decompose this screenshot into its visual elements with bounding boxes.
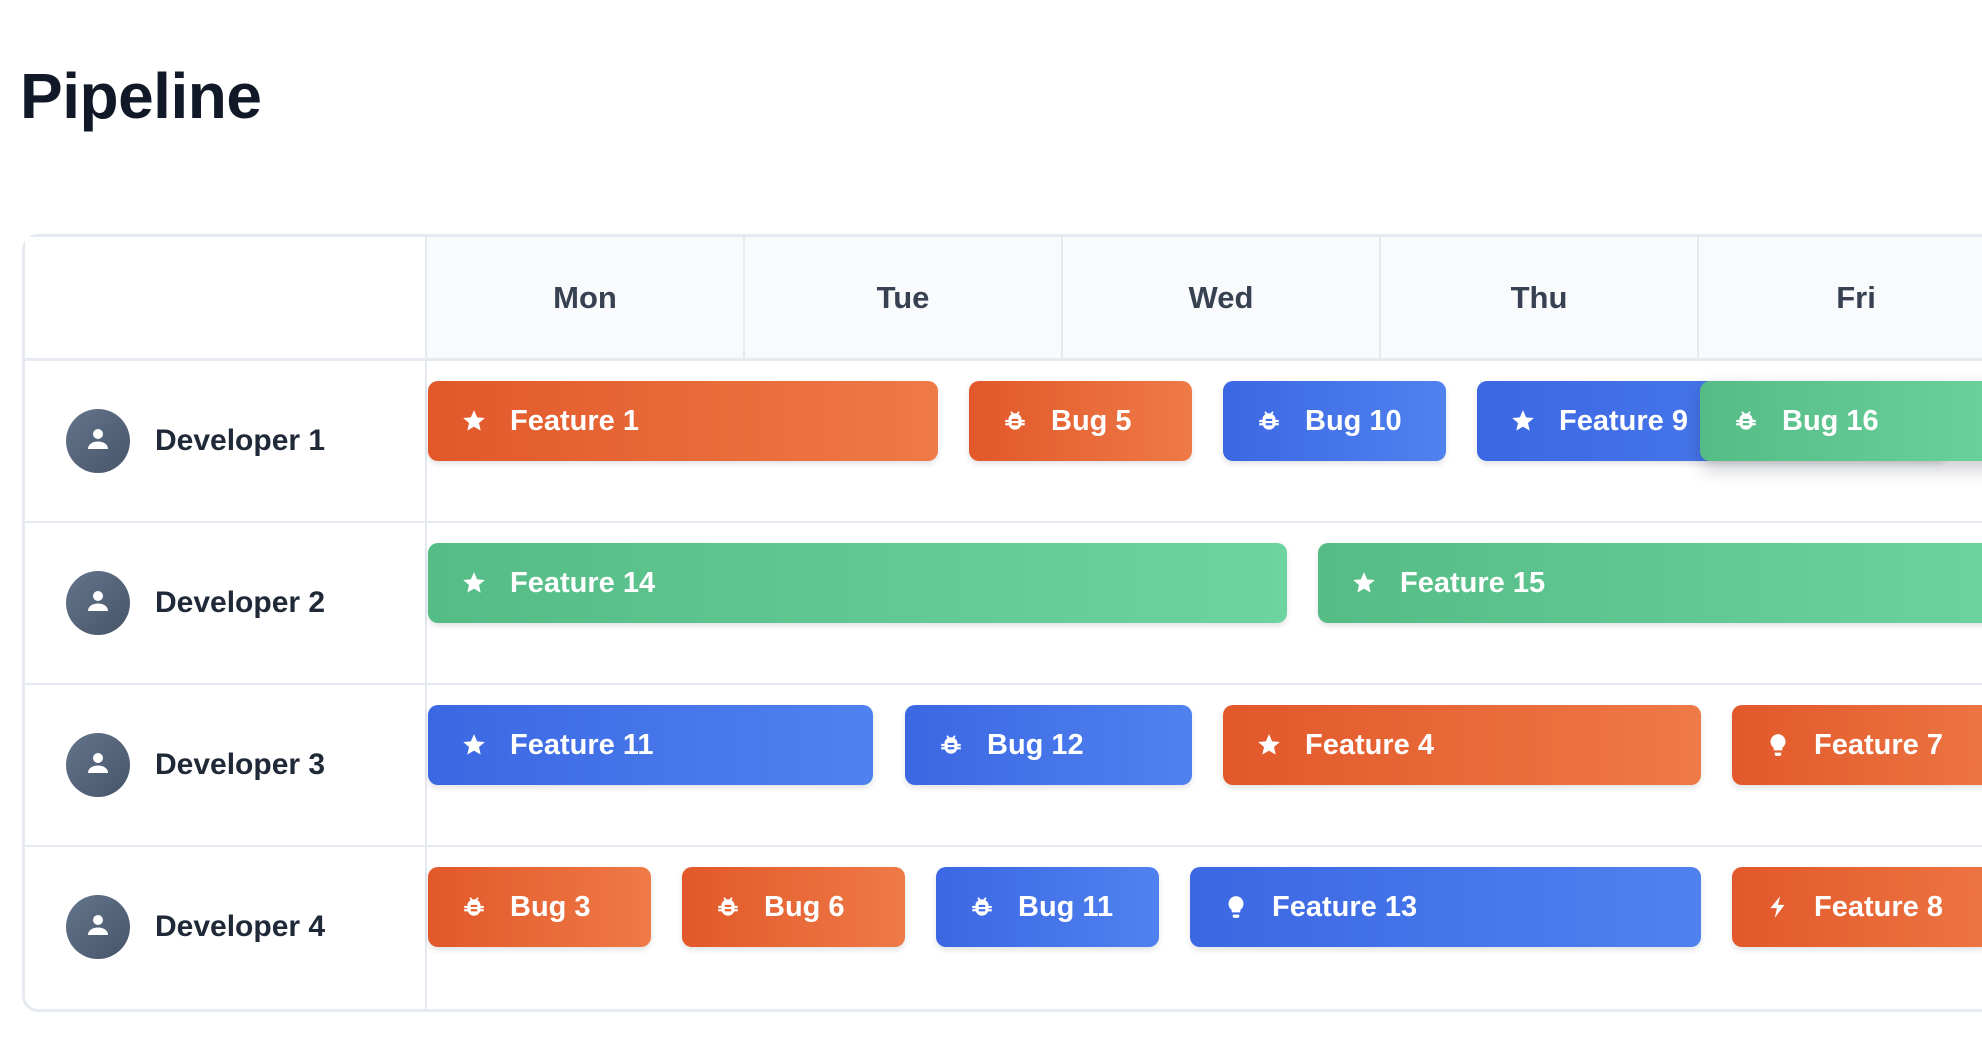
task-card[interactable]: Feature 15 bbox=[1318, 543, 1982, 623]
page-title: Pipeline bbox=[20, 60, 262, 132]
day-header-wed: Wed bbox=[1063, 237, 1381, 358]
task-label: Feature 4 bbox=[1305, 728, 1434, 761]
bug-icon bbox=[1732, 407, 1760, 435]
bolt-icon bbox=[1764, 893, 1792, 921]
lightbulb-icon bbox=[1222, 893, 1250, 921]
task-label: Feature 7 bbox=[1814, 728, 1943, 761]
task-label: Bug 16 bbox=[1782, 404, 1879, 437]
task-label: Bug 10 bbox=[1305, 404, 1402, 437]
star-icon bbox=[460, 407, 488, 435]
developer-name: Developer 1 bbox=[155, 424, 326, 457]
user-icon bbox=[83, 586, 113, 621]
bug-icon bbox=[968, 893, 996, 921]
task-card[interactable]: Feature 14 bbox=[428, 543, 1287, 623]
star-icon bbox=[1255, 731, 1283, 759]
task-label: Feature 1 bbox=[510, 404, 639, 437]
bug-icon bbox=[1255, 407, 1283, 435]
task-label: Feature 9 bbox=[1559, 404, 1688, 437]
task-card[interactable]: Feature 1 bbox=[428, 381, 938, 461]
task-label: Bug 12 bbox=[987, 728, 1084, 761]
task-label: Bug 3 bbox=[510, 890, 591, 923]
avatar bbox=[66, 409, 130, 473]
developer-name: Developer 2 bbox=[155, 586, 326, 619]
task-card[interactable]: Feature 13 bbox=[1190, 867, 1701, 947]
day-header-tue: Tue bbox=[745, 237, 1063, 358]
day-header-mon: Mon bbox=[427, 237, 745, 358]
schedule-board: Mon Tue Wed Thu Fri Developer 1 Feature … bbox=[22, 234, 1982, 1012]
task-label: Bug 5 bbox=[1051, 404, 1132, 437]
header-corner-cell bbox=[25, 237, 427, 358]
task-label: Feature 8 bbox=[1814, 890, 1943, 923]
task-label: Feature 13 bbox=[1272, 890, 1418, 923]
bug-icon bbox=[714, 893, 742, 921]
avatar bbox=[66, 571, 130, 635]
task-card[interactable]: Bug 3 bbox=[428, 867, 651, 947]
task-card[interactable]: Feature 7 bbox=[1732, 705, 1982, 785]
task-label: Bug 6 bbox=[764, 890, 845, 923]
day-header-row: Mon Tue Wed Thu Fri bbox=[25, 237, 1982, 361]
developer-cell: Developer 3 bbox=[25, 685, 427, 845]
avatar bbox=[66, 895, 130, 959]
bug-icon bbox=[937, 731, 965, 759]
day-header-fri: Fri bbox=[1699, 237, 1982, 358]
developer-row: Developer 2 Feature 14 Feature 15 bbox=[25, 523, 1982, 685]
task-card[interactable]: Bug 10 bbox=[1223, 381, 1446, 461]
task-label: Feature 15 bbox=[1400, 566, 1546, 599]
task-card[interactable]: Feature 4 bbox=[1223, 705, 1701, 785]
user-icon bbox=[83, 748, 113, 783]
user-icon bbox=[83, 910, 113, 945]
bug-icon bbox=[460, 893, 488, 921]
task-card[interactable]: Bug 16 bbox=[1700, 381, 1982, 461]
star-icon bbox=[1509, 407, 1537, 435]
task-card[interactable]: Bug 11 bbox=[936, 867, 1159, 947]
task-card[interactable]: Feature 8 bbox=[1732, 867, 1982, 947]
developer-cell: Developer 1 bbox=[25, 361, 427, 521]
star-icon bbox=[460, 731, 488, 759]
day-header-thu: Thu bbox=[1381, 237, 1699, 358]
avatar bbox=[66, 733, 130, 797]
developer-cell: Developer 2 bbox=[25, 523, 427, 683]
task-card[interactable]: Feature 11 bbox=[428, 705, 873, 785]
task-label: Feature 14 bbox=[510, 566, 656, 599]
task-card[interactable]: Bug 12 bbox=[905, 705, 1192, 785]
star-icon bbox=[460, 569, 488, 597]
task-card[interactable]: Bug 5 bbox=[969, 381, 1192, 461]
task-label: Feature 11 bbox=[510, 728, 654, 761]
lightbulb-icon bbox=[1764, 731, 1792, 759]
bug-icon bbox=[1001, 407, 1029, 435]
task-label: Bug 11 bbox=[1018, 890, 1114, 923]
developer-name: Developer 4 bbox=[155, 910, 326, 943]
user-icon bbox=[83, 424, 113, 459]
star-icon bbox=[1350, 569, 1378, 597]
developer-row: Developer 4 Bug 3 Bug 6 Bug 11 Feature 1… bbox=[25, 847, 1982, 1009]
developer-row: Developer 3 Feature 11 Bug 12 Feature 4 … bbox=[25, 685, 1982, 847]
task-card[interactable]: Bug 6 bbox=[682, 867, 905, 947]
developer-name: Developer 3 bbox=[155, 748, 326, 781]
developer-cell: Developer 4 bbox=[25, 847, 427, 1009]
developer-row: Developer 1 Feature 1 Bug 5 Bug 10 Featu… bbox=[25, 361, 1982, 523]
